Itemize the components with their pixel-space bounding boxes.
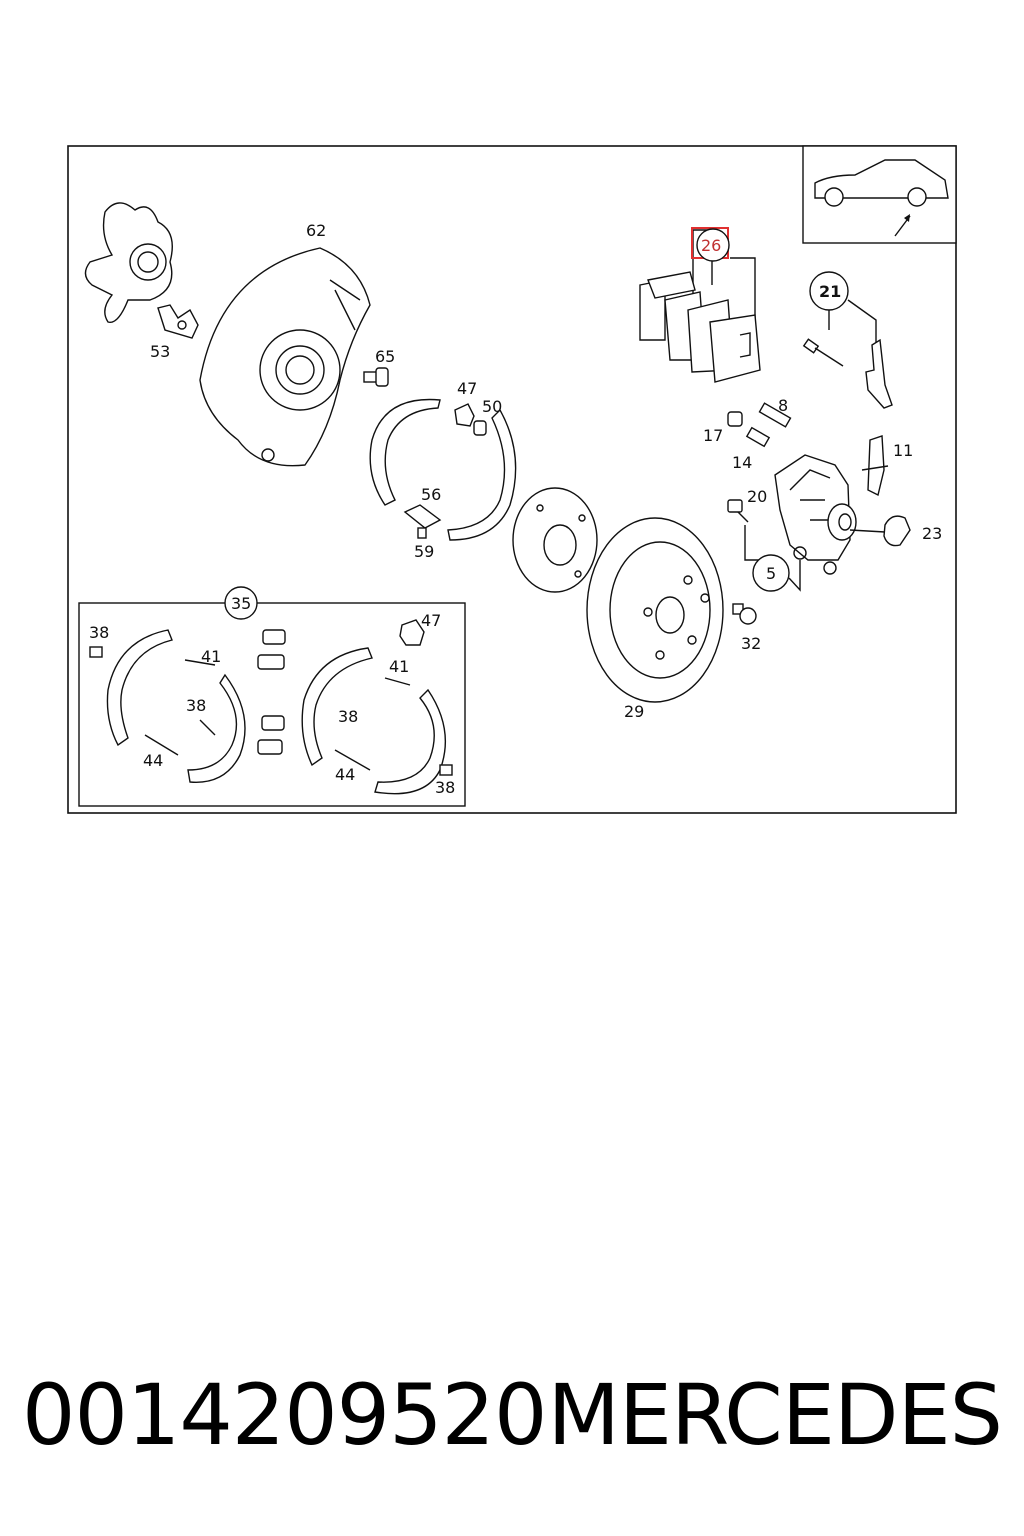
label-26: 26 — [701, 236, 721, 255]
label-8: 8 — [778, 396, 788, 415]
parking-brake-shoes — [369, 398, 517, 541]
label-50: 50 — [482, 397, 502, 416]
label-56: 56 — [421, 485, 441, 504]
brake-disc — [586, 517, 724, 703]
bolt-20 — [727, 499, 770, 561]
part-number: 0014209520 — [22, 1366, 547, 1464]
nut-47 — [454, 403, 475, 427]
guide-pin-set — [802, 271, 893, 409]
part-labels: 62 53 65 47 50 56 59 26 21 8 17 14 11 20… — [89, 221, 942, 797]
label-38-d: 38 — [435, 778, 455, 797]
label-41-b: 41 — [389, 657, 409, 676]
label-21: 21 — [819, 282, 841, 301]
adjuster-56 — [403, 504, 442, 539]
sleeve-50 — [473, 420, 487, 436]
bracket-53 — [157, 304, 199, 339]
steering-knuckle — [84, 202, 173, 324]
part-caption: 0014209520 MERCEDES — [0, 1360, 1024, 1480]
label-35: 35 — [231, 594, 251, 613]
label-14: 14 — [732, 453, 752, 472]
label-41-a: 41 — [201, 647, 221, 666]
label-20: 20 — [747, 487, 767, 506]
label-29: 29 — [624, 702, 644, 721]
bolt-32 — [732, 603, 757, 625]
label-62: 62 — [306, 221, 326, 240]
label-5: 5 — [766, 564, 776, 583]
diagram-frame — [67, 145, 957, 814]
label-38-b: 38 — [186, 696, 206, 715]
label-17: 17 — [703, 426, 723, 445]
spring-clip-11 — [861, 435, 889, 497]
label-38-a: 38 — [89, 623, 109, 642]
brake-pads — [639, 229, 761, 383]
label-32: 32 — [741, 634, 761, 653]
label-44-b: 44 — [335, 765, 355, 784]
parts-diagram: 62 53 65 47 50 56 59 26 21 8 17 14 11 20… — [67, 145, 957, 814]
brake-caliper — [774, 454, 857, 575]
wheel-hub — [512, 487, 598, 593]
label-47: 47 — [457, 379, 477, 398]
label-47-inset: 47 — [421, 611, 441, 630]
guide-pins — [727, 402, 792, 448]
dust-shield — [199, 247, 371, 467]
callout-5 — [752, 554, 790, 592]
brand-name: MERCEDES — [547, 1366, 1003, 1464]
label-65: 65 — [375, 347, 395, 366]
bolt-65 — [363, 367, 389, 387]
label-38-c: 38 — [338, 707, 358, 726]
vehicle-location-inset — [802, 145, 957, 244]
shoe-kit-inset — [78, 586, 466, 807]
label-59: 59 — [414, 542, 434, 561]
label-44-a: 44 — [143, 751, 163, 770]
label-53: 53 — [150, 342, 170, 361]
callout-26 — [696, 228, 730, 262]
label-11: 11 — [893, 441, 913, 460]
wrench-icon — [849, 515, 911, 547]
label-23: 23 — [922, 524, 942, 543]
